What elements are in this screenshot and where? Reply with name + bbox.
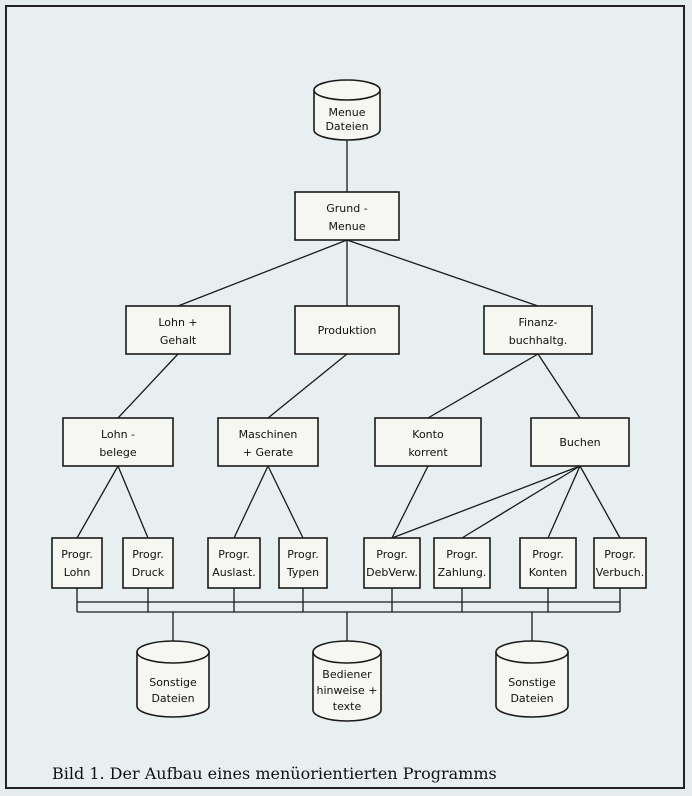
- sonstige-dateien-database-left: Sonstige Dateien: [136, 640, 210, 718]
- grund-menue-line2: Menue: [329, 220, 366, 233]
- progr-konten-line1: Progr.: [532, 548, 563, 561]
- buchen-box: Buchen: [530, 417, 630, 467]
- progr-debverw-line2: DebVerw.: [366, 566, 418, 579]
- progr-auslast-box: Progr. Auslast.: [207, 537, 261, 589]
- menue-dateien-database: Menue Dateien: [313, 79, 381, 141]
- kontokorrent-box: Konto korrent: [374, 417, 482, 467]
- kontokorrent-line2: korrent: [408, 446, 448, 459]
- bediener-hinweise-texte-database: Bediener hinweise + texte: [312, 640, 382, 722]
- produktion-label: Produktion: [318, 324, 377, 337]
- progr-typen-box: Progr. Typen: [278, 537, 328, 589]
- bediener-line2: hinweise +: [316, 684, 377, 697]
- finanzbuchhaltung-line1: Finanz-: [518, 316, 557, 329]
- maschinen-geraete-line1: Maschinen: [239, 428, 298, 441]
- progr-zahlung-line2: Zahlung.: [438, 566, 487, 579]
- maschinen-geraete-line2: + Gerate: [243, 446, 294, 459]
- produktion-box: Produktion: [294, 305, 400, 355]
- progr-lohn-line2: Lohn: [64, 566, 91, 579]
- finanzbuchhaltung-line2: buchhaltg.: [509, 334, 568, 347]
- kontokorrent-line1: Konto: [412, 428, 444, 441]
- bediener-line3: texte: [333, 700, 362, 713]
- finanzbuchhaltung-box: Finanz- buchhaltg.: [483, 305, 593, 355]
- lohn-gehalt-box: Lohn + Gehalt: [125, 305, 231, 355]
- progr-konten-line2: Konten: [529, 566, 567, 579]
- progr-typen-line2: Typen: [286, 566, 319, 579]
- sonstige-dateien-left-line2: Dateien: [151, 692, 194, 705]
- lohnbelege-box: Lohn - belege: [62, 417, 174, 467]
- progr-konten-box: Progr. Konten: [519, 537, 577, 589]
- connectors: [76, 138, 621, 642]
- grund-menue-line1: Grund -: [326, 202, 367, 215]
- progr-zahlung-line1: Progr.: [446, 548, 477, 561]
- maschinen-geraete-box: Maschinen + Gerate: [217, 417, 319, 467]
- figure-caption: Bild 1. Der Aufbau eines menüorientierte…: [52, 764, 497, 783]
- sonstige-dateien-right-line2: Dateien: [510, 692, 553, 705]
- lohnbelege-line2: belege: [99, 446, 137, 459]
- sonstige-dateien-right-line1: Sonstige: [508, 676, 556, 689]
- progr-auslast-line2: Auslast.: [212, 566, 256, 579]
- progr-lohn-box: Progr. Lohn: [51, 537, 103, 589]
- progr-verbuch-line1: Progr.: [604, 548, 635, 561]
- lohnbelege-line1: Lohn -: [101, 428, 135, 441]
- progr-typen-line1: Progr.: [287, 548, 318, 561]
- buchen-label: Buchen: [559, 436, 600, 449]
- progr-verbuch-line2: Verbuch.: [596, 566, 644, 579]
- progr-debverw-line1: Progr.: [376, 548, 407, 561]
- lohn-gehalt-line2: Gehalt: [160, 334, 197, 347]
- progr-druck-box: Progr. Druck: [122, 537, 174, 589]
- menue-dateien-line2: Dateien: [325, 120, 368, 133]
- lohn-gehalt-line1: Lohn +: [158, 316, 197, 329]
- progr-druck-line1: Progr.: [132, 548, 163, 561]
- sonstige-dateien-left-line1: Sonstige: [149, 676, 197, 689]
- progr-auslast-line1: Progr.: [218, 548, 249, 561]
- grund-menue-box: Grund - Menue: [294, 191, 400, 241]
- progr-zahlung-box: Progr. Zahlung.: [433, 537, 491, 589]
- progr-debverw-box: Progr. DebVerw.: [363, 537, 421, 589]
- progr-druck-line2: Druck: [132, 566, 165, 579]
- progr-lohn-line1: Progr.: [61, 548, 92, 561]
- bediener-line1: Bediener: [322, 668, 372, 681]
- sonstige-dateien-database-right: Sonstige Dateien: [495, 640, 569, 718]
- progr-verbuch-box: Progr. Verbuch.: [593, 537, 647, 589]
- menue-dateien-line1: Menue: [329, 106, 366, 119]
